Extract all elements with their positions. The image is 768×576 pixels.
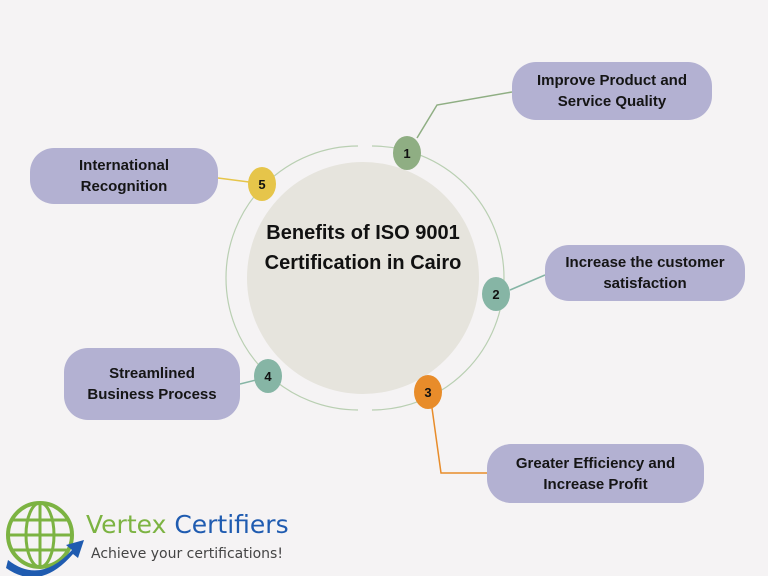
center-circle <box>247 162 479 394</box>
connector-3 <box>431 407 487 474</box>
logo-tagline: Achieve your certifications! <box>91 546 283 562</box>
connector-5 <box>217 177 250 183</box>
logo-brand-2: Certifiers <box>174 510 289 539</box>
outer-ring-left <box>225 145 359 411</box>
benefit-pill-4: Streamlined Business Process <box>64 348 240 420</box>
benefit-pill-5: International Recognition <box>30 148 218 204</box>
badge-5: 5 <box>248 167 276 201</box>
connector-1 <box>416 91 513 139</box>
badge-4: 4 <box>254 359 282 393</box>
badge-2: 2 <box>482 277 510 311</box>
badge-1: 1 <box>393 136 421 170</box>
benefit-pill-2: Increase the customer satisfaction <box>545 245 745 301</box>
globe-logo-icon <box>6 501 84 576</box>
logo-brand: Vertex Certifiers <box>86 510 289 539</box>
center-title: Benefits of ISO 9001 Certification in Ca… <box>264 222 462 274</box>
badge-3: 3 <box>414 375 442 409</box>
logo-brand-1: Vertex <box>86 510 167 539</box>
benefit-pill-3: Greater Efficiency and Increase Profit <box>487 444 704 503</box>
connector-2 <box>509 274 546 291</box>
connector-4 <box>239 379 257 385</box>
benefit-pill-1: Improve Product and Service Quality <box>512 62 712 120</box>
